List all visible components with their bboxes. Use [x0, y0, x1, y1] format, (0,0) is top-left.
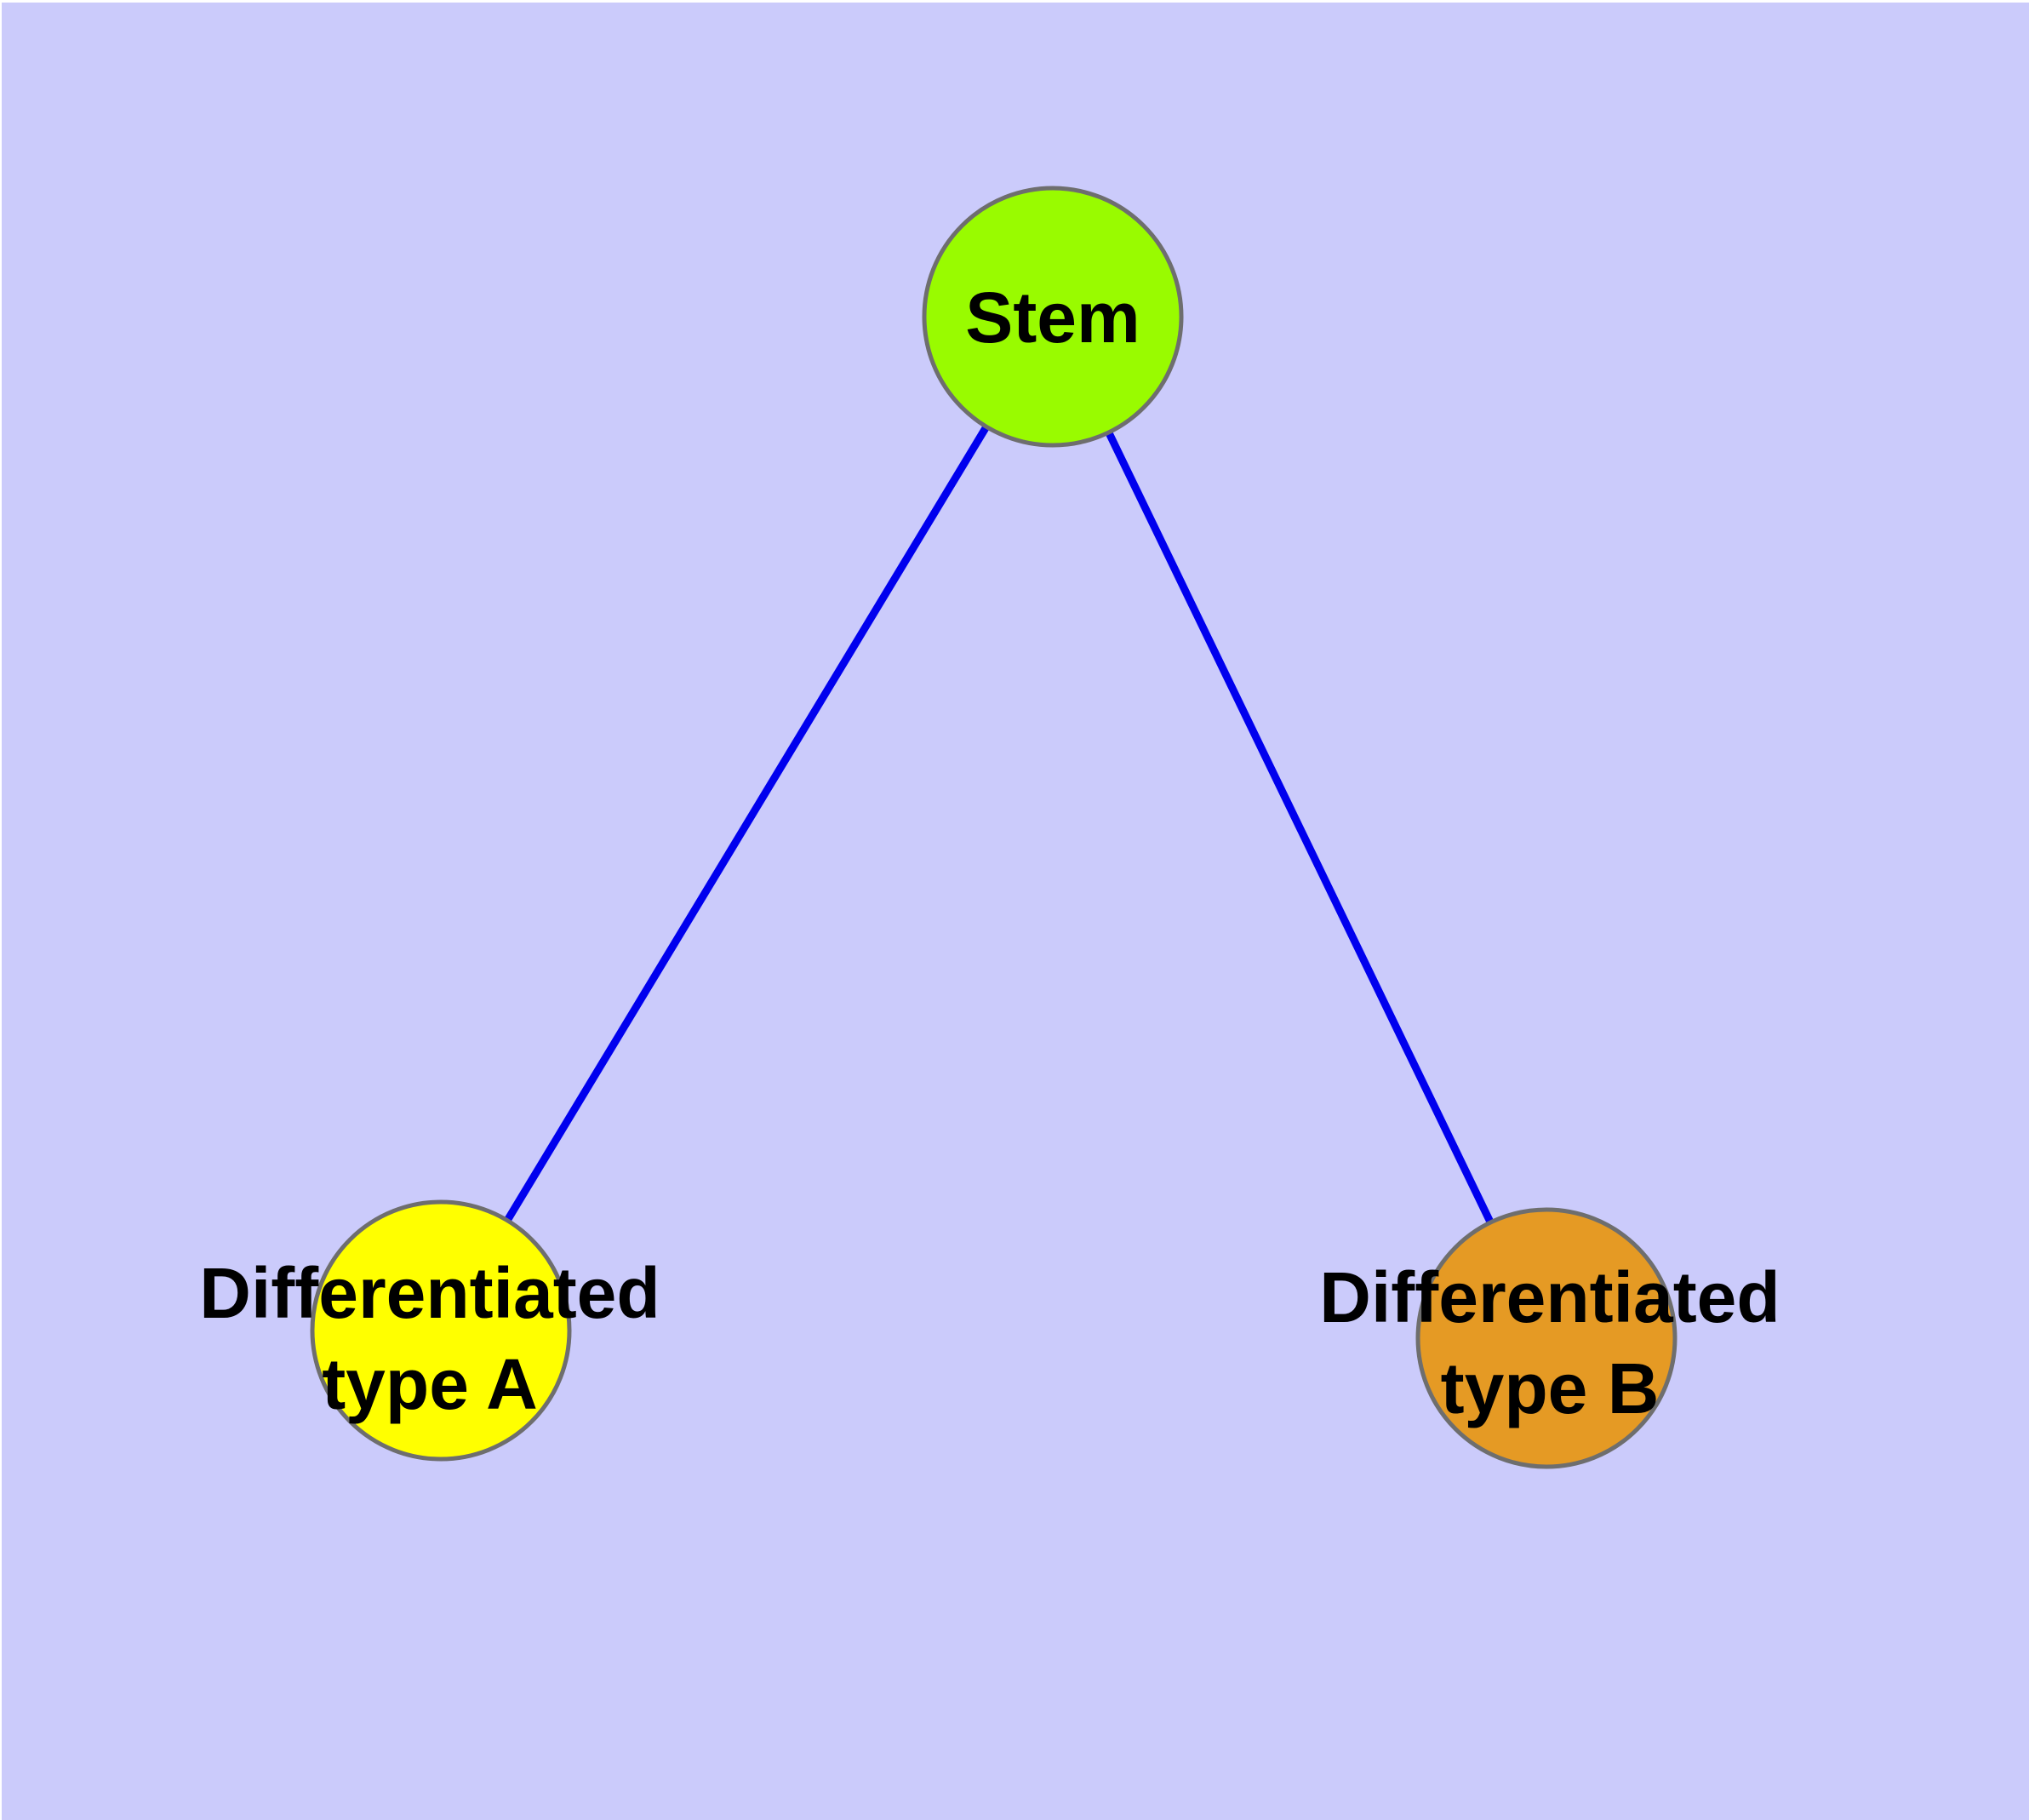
- node-type-b-label-line2: type B: [1441, 1348, 1660, 1428]
- node-stem-label: Stem: [965, 278, 1140, 358]
- edge-stem-to-typeA: [437, 314, 1056, 1333]
- node-type-b-label-line1: Differentiated: [1319, 1257, 1780, 1337]
- edge-stem-to-typeB: [1049, 315, 1551, 1340]
- node-differentiated-type-a: [310, 1199, 572, 1462]
- node-differentiated-type-b: [1415, 1207, 1677, 1469]
- node-type-a-label-line1: Differentiated: [199, 1253, 660, 1333]
- node-type-a-label-line2: type A: [322, 1344, 538, 1424]
- node-stem: [922, 186, 1184, 448]
